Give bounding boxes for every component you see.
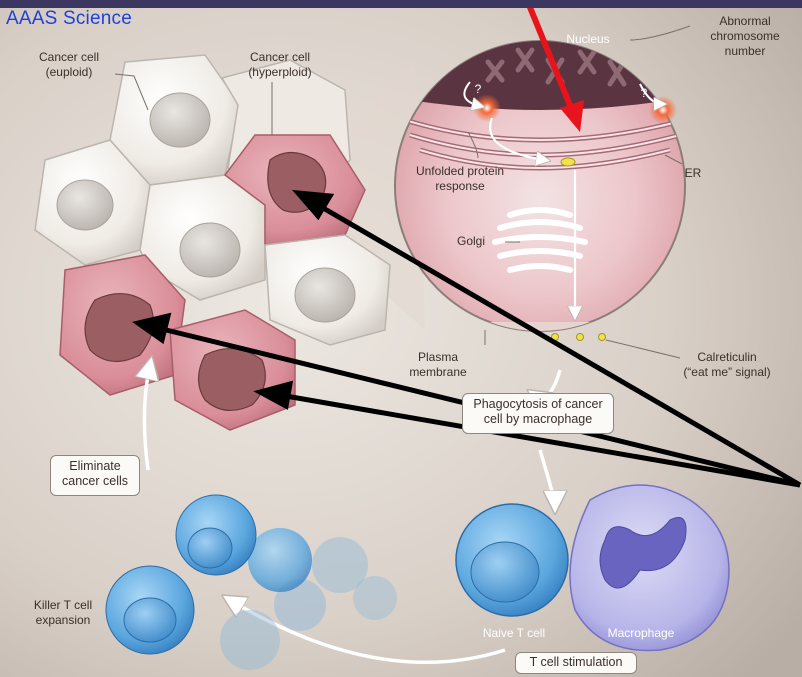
label-upr: Unfolded protein response (405, 164, 515, 194)
eliminate-line2: cancer cells (51, 474, 139, 489)
label-calreticulin: Calreticulin (“eat me” signal) (664, 350, 790, 380)
naive-t-cell (456, 504, 568, 616)
pink-cell-nucleus (199, 349, 266, 411)
label-abnormal-line2: chromosome (695, 29, 795, 44)
label-golgi: Golgi (446, 234, 496, 249)
source-label: AAAS Science (6, 8, 132, 30)
phagocytosis-box: Phagocytosis of cancer cell by macrophag… (462, 393, 614, 434)
label-abnormal-line1: Abnormal (695, 14, 795, 29)
label-hyperploid-line2: (hyperploid) (230, 65, 330, 80)
label-killer-line2: expansion (20, 613, 106, 628)
label-euploid: Cancer cell (euploid) (24, 50, 114, 80)
label-abnormal-line3: number (695, 44, 795, 59)
calreticulin-dot (599, 334, 606, 341)
label-calreticulin-line2: (“eat me” signal) (664, 365, 790, 380)
label-nucleus: Nucleus (553, 32, 623, 47)
label-plasma-line1: Plasma (398, 350, 478, 365)
eliminate-line1: Eliminate (51, 459, 139, 474)
label-er: ER (678, 166, 708, 181)
upr-glow-left (473, 94, 501, 122)
calreticulin-vesicle (561, 158, 575, 166)
label-euploid-line1: Cancer cell (24, 50, 114, 65)
label-macrophage: Macrophage (596, 626, 686, 641)
white-nucleus (57, 180, 113, 230)
label-upr-line2: response (405, 179, 515, 194)
label-hyperploid: Cancer cell (hyperploid) (230, 50, 330, 80)
white-nucleus (180, 223, 240, 277)
label-calreticulin-line1: Calreticulin (664, 350, 790, 365)
label-plasma: Plasma membrane (398, 350, 478, 380)
label-hyperploid-line1: Cancer cell (230, 50, 330, 65)
phagocytosis-line1: Phagocytosis of cancer (463, 397, 613, 412)
label-euploid-line2: (euploid) (24, 65, 114, 80)
euploid-nucleus (150, 93, 210, 147)
phagocytosis-line2: cell by macrophage (463, 412, 613, 427)
label-naive: Naive T cell (474, 626, 554, 641)
top-banner (0, 0, 802, 8)
label-killer-line1: Killer T cell (20, 598, 106, 613)
eliminate-box: Eliminate cancer cells (50, 455, 140, 496)
calreticulin-dot (577, 334, 584, 341)
label-plasma-line2: membrane (398, 365, 478, 380)
question-mark-left: ? (470, 82, 486, 97)
label-upr-line1: Unfolded protein (405, 164, 515, 179)
tcell-stimulation-box: T cell stimulation (515, 652, 637, 674)
question-mark-right: ? (636, 86, 652, 101)
label-abnormal: Abnormal chromosome number (695, 14, 795, 59)
label-killer: Killer T cell expansion (20, 598, 106, 628)
white-nucleus (295, 268, 355, 322)
